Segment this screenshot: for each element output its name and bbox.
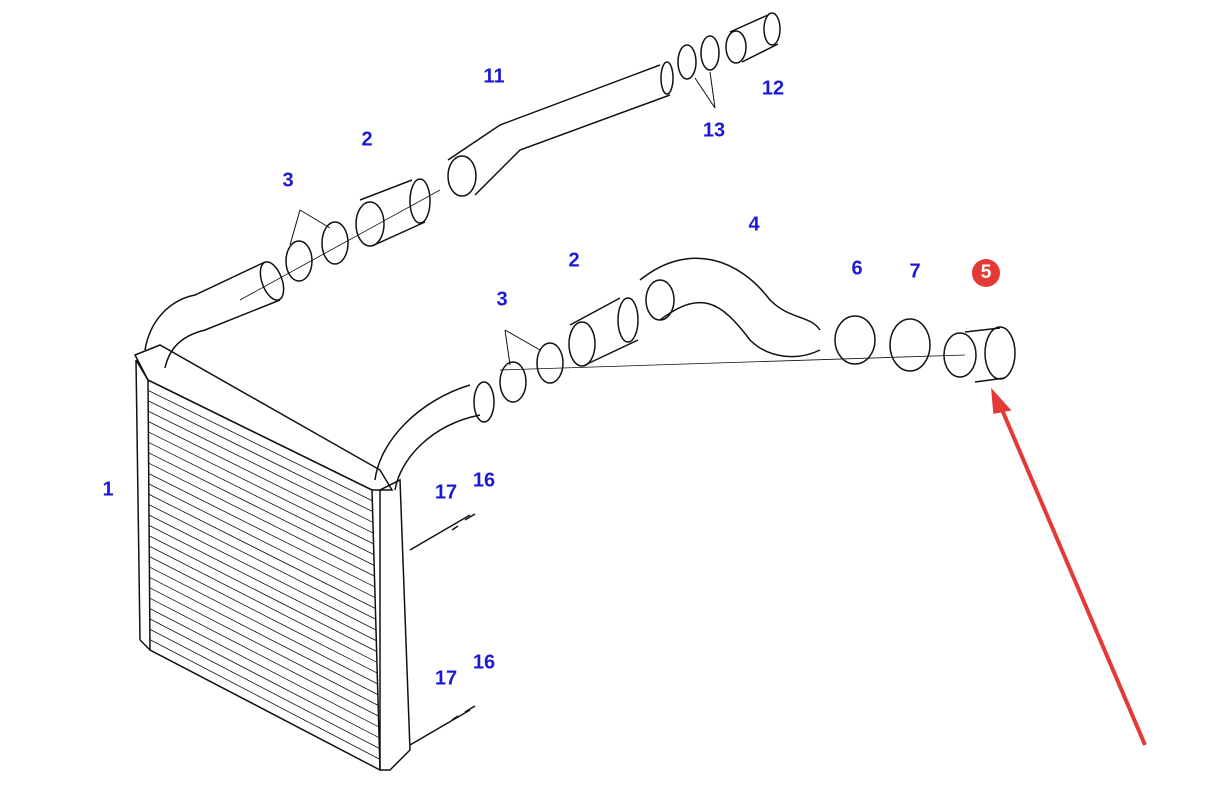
intercooler-radiator bbox=[133, 344, 411, 772]
radiator-fin bbox=[148, 421, 374, 534]
radiator-fin bbox=[148, 514, 377, 631]
radiator-fin bbox=[147, 390, 373, 502]
radiator-fin bbox=[148, 525, 377, 642]
callout-2-lower: 2 bbox=[568, 249, 580, 272]
radiator-fin bbox=[149, 545, 378, 663]
callout-6: 6 bbox=[851, 257, 863, 280]
highlight-arrow bbox=[991, 387, 1147, 746]
callout-3-lower: 3 bbox=[496, 288, 508, 311]
radiator-fin bbox=[149, 556, 378, 674]
radiator-fin bbox=[148, 431, 374, 545]
radiator-fin bbox=[148, 493, 376, 609]
radiator-fin bbox=[149, 628, 380, 749]
callout-16-upper: 16 bbox=[472, 469, 496, 492]
callout-11: 11 bbox=[483, 65, 505, 88]
radiator-fin bbox=[148, 483, 376, 599]
radiator-fin bbox=[147, 400, 373, 512]
radiator-fin bbox=[149, 618, 380, 739]
radiator-fin bbox=[148, 410, 374, 523]
radiator-fin bbox=[149, 566, 378, 685]
callout-5-highlighted-badge: 5 bbox=[972, 259, 1000, 287]
upper-hose-assembly bbox=[144, 12, 781, 369]
radiator-fin bbox=[149, 639, 380, 760]
callout-1: 1 bbox=[102, 478, 114, 501]
callout-13: 13 bbox=[702, 119, 726, 142]
bolts bbox=[409, 513, 476, 746]
radiator-fin bbox=[149, 597, 379, 717]
lower-hose-assembly bbox=[374, 257, 1016, 491]
callout-12: 12 bbox=[761, 77, 785, 100]
callout-17-upper: 17 bbox=[434, 481, 458, 504]
callout-4: 4 bbox=[748, 213, 760, 236]
callout-16-lower: 16 bbox=[472, 651, 496, 674]
callout-7: 7 bbox=[909, 260, 921, 283]
radiator-fin bbox=[148, 504, 376, 620]
callout-2-upper: 2 bbox=[361, 128, 373, 151]
radiator-fin bbox=[148, 462, 375, 577]
callout-3-upper: 3 bbox=[282, 169, 294, 192]
radiator-fin bbox=[148, 452, 375, 566]
radiator-fin bbox=[149, 608, 379, 728]
radiator-fin bbox=[148, 473, 375, 588]
radiator-fin bbox=[148, 535, 377, 652]
radiator-fin bbox=[149, 576, 379, 695]
radiator-fin bbox=[148, 441, 375, 555]
radiator-fin bbox=[149, 587, 379, 706]
callout-17-lower: 17 bbox=[434, 667, 458, 690]
